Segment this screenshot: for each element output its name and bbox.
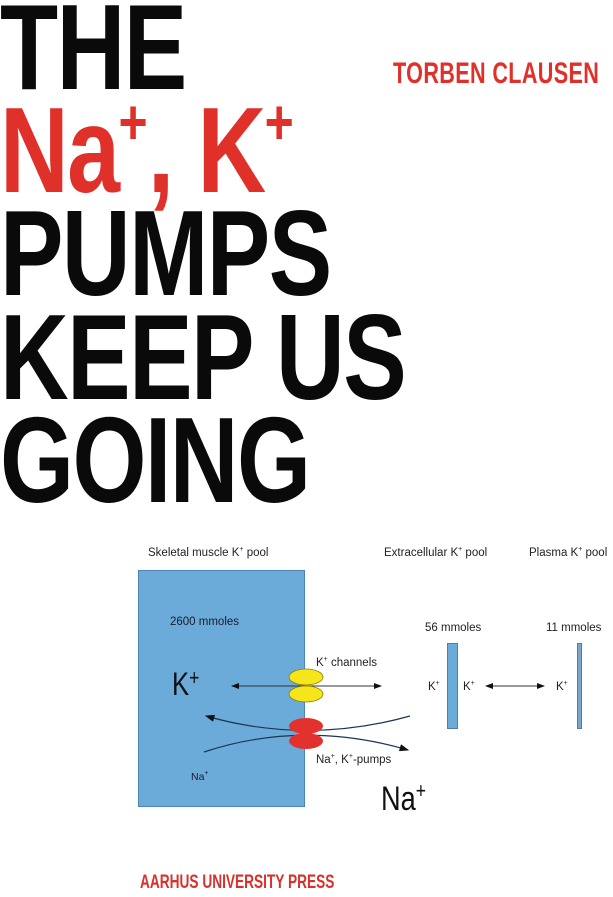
pool-heading-muscle: Skeletal muscle K+ pool bbox=[148, 546, 269, 559]
title-line-na-k: Na+, K+ bbox=[0, 89, 294, 211]
muscle-amount: 2600 mmoles bbox=[170, 616, 240, 628]
k-channel-bottom-icon bbox=[288, 685, 324, 703]
title-na-plus: + bbox=[118, 86, 148, 158]
title-line-going: GOING bbox=[0, 392, 311, 528]
title-comma-k: , K bbox=[147, 82, 266, 218]
pumps-label: Na+, K+-pumps bbox=[316, 753, 392, 766]
extracellular-amount: 56 mmoles bbox=[425, 622, 482, 634]
plasma-amount: 11 mmoles bbox=[546, 622, 602, 634]
pool-heading-plasma: Plasma K+ pool bbox=[529, 546, 608, 559]
pool-heading-extracellular: Extracellular K+ pool bbox=[384, 546, 488, 559]
title-k-plus: + bbox=[264, 86, 294, 158]
title-line-the: THE bbox=[0, 0, 187, 115]
k-pump-inflow-arrow bbox=[204, 714, 411, 732]
title-na: Na bbox=[0, 82, 120, 218]
k-ion-label-plasma: K+ bbox=[556, 680, 568, 693]
k-channels-label: K+ channels bbox=[316, 656, 377, 669]
publisher-name: AARHUS UNIVERSITY PRESS bbox=[140, 872, 335, 893]
na-inside-label: Na+ bbox=[191, 770, 209, 783]
extracellular-membrane-bar bbox=[447, 643, 458, 729]
k-ion-label-outer-left: K+ bbox=[428, 680, 440, 693]
big-k-ion-label: K+ bbox=[172, 665, 200, 702]
title-line-pumps: PUMPS bbox=[0, 185, 332, 321]
pump-top-icon bbox=[289, 718, 323, 734]
plasma-membrane-bar bbox=[577, 643, 582, 729]
pump-bottom-icon bbox=[289, 733, 323, 749]
title-line-keep-us: KEEP US bbox=[0, 289, 407, 425]
k-ion-label-outer-right: K+ bbox=[463, 680, 475, 693]
k-channel-top-icon bbox=[288, 668, 324, 686]
big-na-ion-label: Na+ bbox=[381, 778, 427, 818]
author-name: TORBEN CLAUSEN bbox=[393, 57, 600, 90]
